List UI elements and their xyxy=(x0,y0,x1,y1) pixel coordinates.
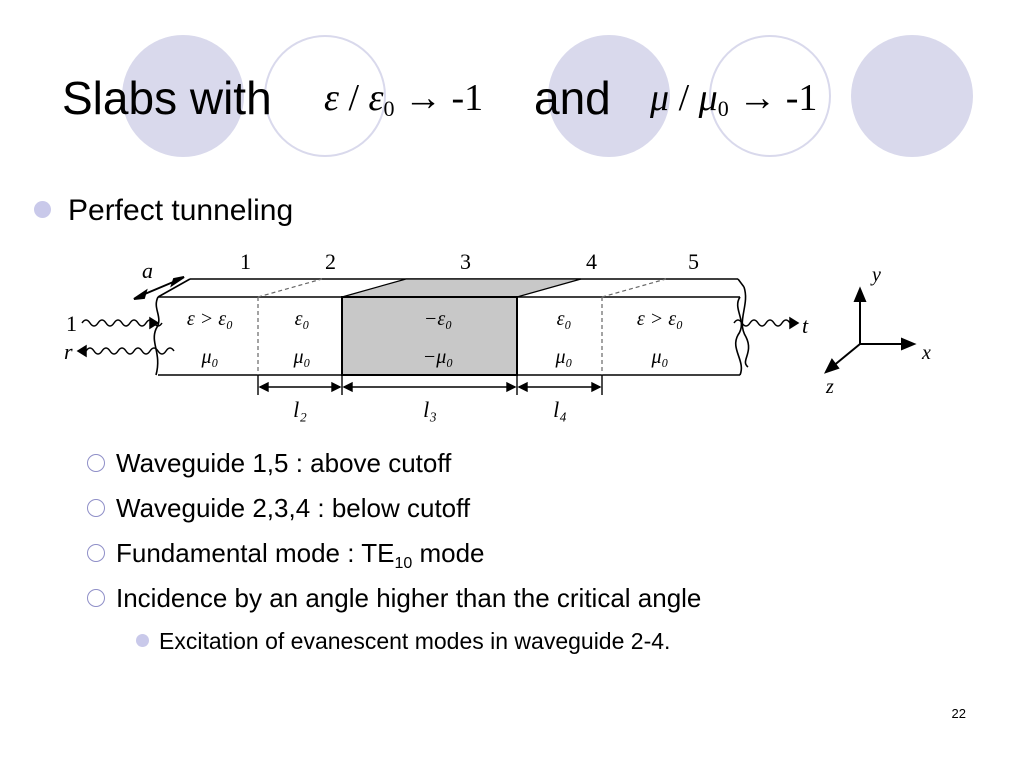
cell-eps: ε₀ xyxy=(295,308,310,330)
title-expression-epsilon: ε / ε0 → -1 xyxy=(324,77,484,121)
section-label: 4 xyxy=(586,249,597,274)
transmitted-wave xyxy=(733,316,800,330)
waveguide-figure: 1 2 3 4 5 a 1 r t ε > ε₀ μ₀ ε₀ μ₀ −ε₀ −μ… xyxy=(64,249,931,422)
sub-bullet-icon xyxy=(87,454,105,472)
decor-ring xyxy=(264,35,386,157)
section-label: 2 xyxy=(325,249,336,274)
decor-ring xyxy=(709,35,831,157)
sub-bullet-waveguide-2-3-4: Waveguide 2,3,4 : below cutoff xyxy=(116,493,471,523)
incident-wave xyxy=(81,316,163,330)
cell-eps: ε₀ xyxy=(557,308,572,330)
title-prefix: Slabs with xyxy=(62,72,272,124)
decor-circle xyxy=(122,35,244,157)
dimension-markers xyxy=(257,375,603,395)
sub-sub-bullet-evanescent-modes: Excitation of evanescent modes in wavegu… xyxy=(159,628,671,654)
sub-bullet-waveguide-1-5: Waveguide 1,5 : above cutoff xyxy=(116,448,452,478)
slab-top-face xyxy=(341,278,582,298)
reflected-label: r xyxy=(64,339,73,364)
decor-circle xyxy=(548,35,670,157)
decor-circle xyxy=(851,35,973,157)
title-expression-mu: μ / μ0 → -1 xyxy=(650,77,818,121)
cell-eps: ε > ε₀ xyxy=(187,308,233,330)
width-label: a xyxy=(142,258,153,283)
axis-label-z: z xyxy=(825,376,834,398)
negative-index-slab xyxy=(341,296,518,376)
transmitted-label: t xyxy=(802,313,809,338)
bullet-perfect-tunneling: Perfect tunneling xyxy=(68,194,294,227)
dimension-label: l₃ xyxy=(423,397,437,422)
page-number: 22 xyxy=(951,706,966,721)
coordinate-axes xyxy=(824,286,917,374)
sub-bullet-fundamental-mode: Fundamental mode : TE10 mode xyxy=(116,538,485,573)
cell-mu: μ₀ xyxy=(201,346,219,368)
cell-eps: ε > ε₀ xyxy=(637,308,683,330)
axis-label-y: y xyxy=(870,264,881,286)
section-label: 3 xyxy=(460,249,471,274)
cell-mu: μ₀ xyxy=(651,346,669,368)
cell-mu: μ₀ xyxy=(555,346,573,368)
cell-eps: −ε₀ xyxy=(424,308,452,330)
dimension-label: l₄ xyxy=(553,397,567,422)
dimension-label: l₂ xyxy=(293,397,307,422)
sub-bullet-incidence-angle: Incidence by an angle higher than the cr… xyxy=(116,583,702,613)
bullet-icon xyxy=(34,201,51,218)
cell-mu: −μ₀ xyxy=(423,346,454,368)
cell-mu: μ₀ xyxy=(293,346,311,368)
width-arrow xyxy=(133,276,185,300)
axis-label-x: x xyxy=(921,342,931,364)
sub-bullet-icon xyxy=(87,544,105,562)
section-label: 1 xyxy=(240,249,251,274)
section-label: 5 xyxy=(688,249,699,274)
sub-bullet-icon xyxy=(87,589,105,607)
section-dividers xyxy=(257,278,667,375)
title-conjunction: and xyxy=(534,72,611,124)
sub-sub-bullet-icon xyxy=(136,634,149,647)
incident-label: 1 xyxy=(66,311,77,336)
sub-bullet-icon xyxy=(87,499,105,517)
reflected-wave xyxy=(76,344,175,358)
